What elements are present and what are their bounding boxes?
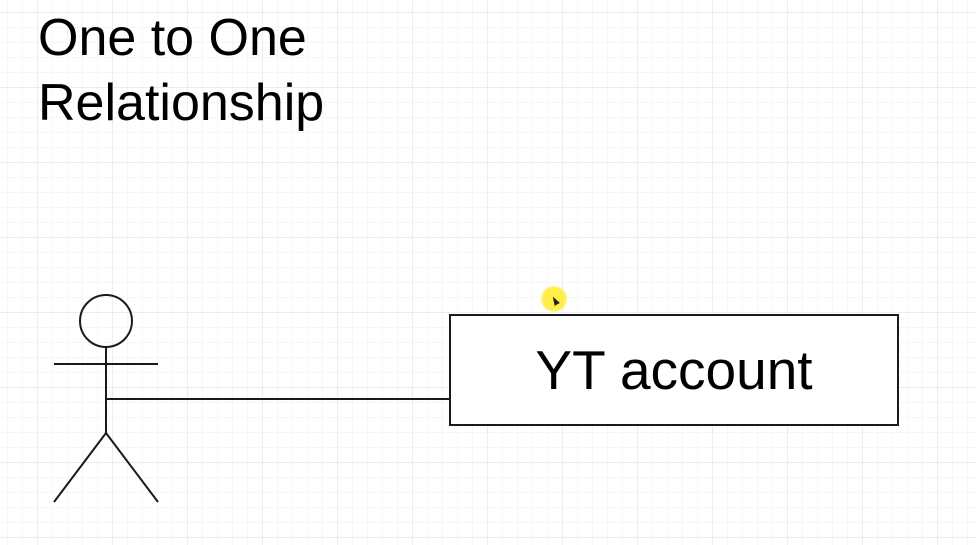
title-line-1: One to One bbox=[38, 9, 307, 67]
actor-left-leg bbox=[53, 432, 107, 503]
title-line-2: Relationship bbox=[38, 74, 325, 132]
entity-label: YT account bbox=[535, 339, 813, 401]
mouse-pointer-icon bbox=[541, 286, 567, 312]
stick-figure-actor-icon bbox=[53, 294, 159, 503]
entity-box-yt-account[interactable]: YT account bbox=[449, 314, 899, 426]
page-title: One to One Relationship bbox=[38, 6, 324, 136]
actor-head bbox=[79, 294, 133, 348]
actor-right-leg bbox=[105, 432, 159, 503]
cursor-arrow-icon bbox=[550, 295, 560, 306]
